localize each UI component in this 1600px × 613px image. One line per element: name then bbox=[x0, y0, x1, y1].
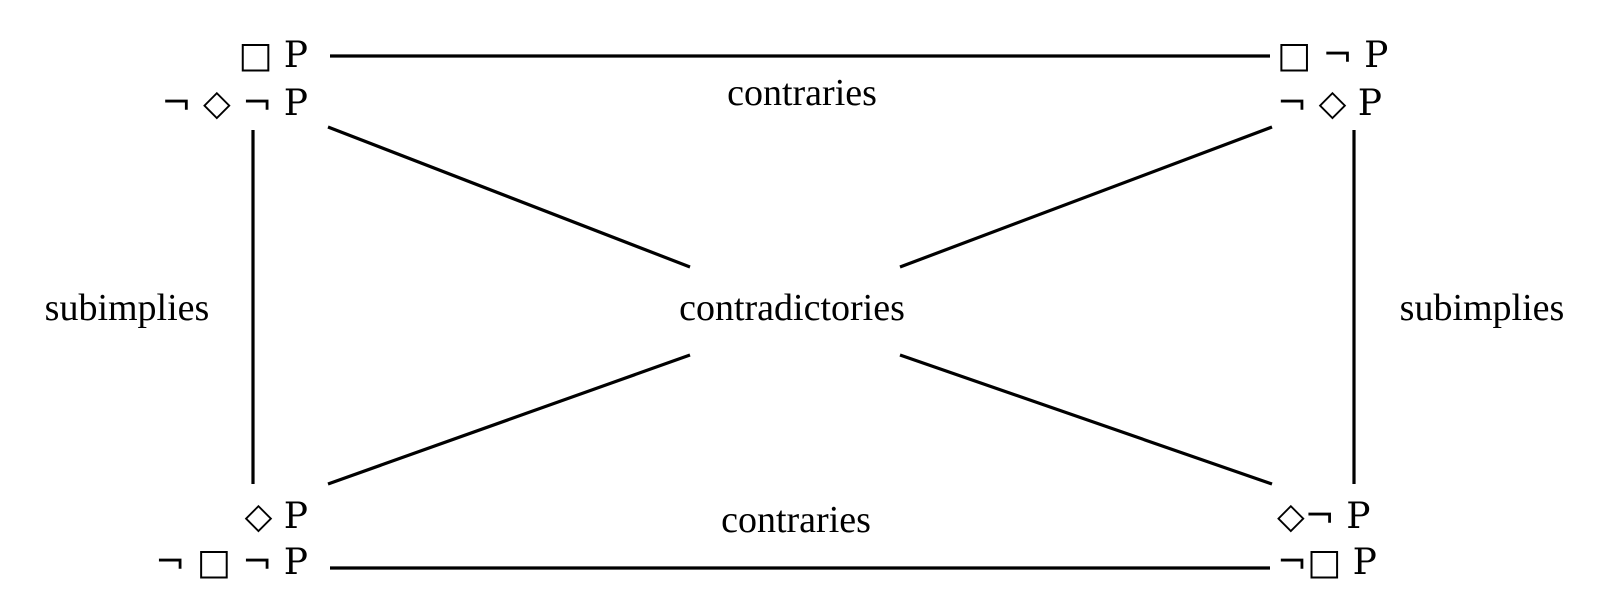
center-relation-label: contradictories bbox=[679, 287, 905, 329]
left-relation-label: subimplies bbox=[45, 287, 210, 329]
diagonal-bottom-left-line bbox=[327, 353, 691, 486]
top-right-formula-necessary-not-p: □ ¬ P bbox=[1277, 35, 1388, 76]
diagonal-top-right-line bbox=[899, 125, 1273, 269]
bottom-relation-label: contraries bbox=[721, 499, 871, 541]
top-left-formula-not-possible-not-p: ¬ ◇ ¬ P bbox=[161, 83, 308, 124]
top-left-formula-necessary-p: □ P bbox=[238, 35, 308, 76]
bottom-right-formula-possible-not-p: ◇¬ P bbox=[1277, 496, 1371, 537]
diagonal-top-left-line bbox=[327, 125, 691, 269]
bottom-left-formula-not-necessary-not-p: ¬ □ ¬ P bbox=[155, 542, 308, 583]
diagonal-bottom-right-line bbox=[899, 353, 1273, 486]
bottom-right-formula-not-necessary-p: ¬□ P bbox=[1277, 542, 1377, 583]
right-relation-label: subimplies bbox=[1400, 287, 1565, 329]
top-right-formula-not-possible-p: ¬ ◇ P bbox=[1277, 83, 1382, 124]
top-relation-label: contraries bbox=[727, 72, 877, 114]
bottom-left-formula-possible-p: ◇ P bbox=[245, 496, 308, 537]
